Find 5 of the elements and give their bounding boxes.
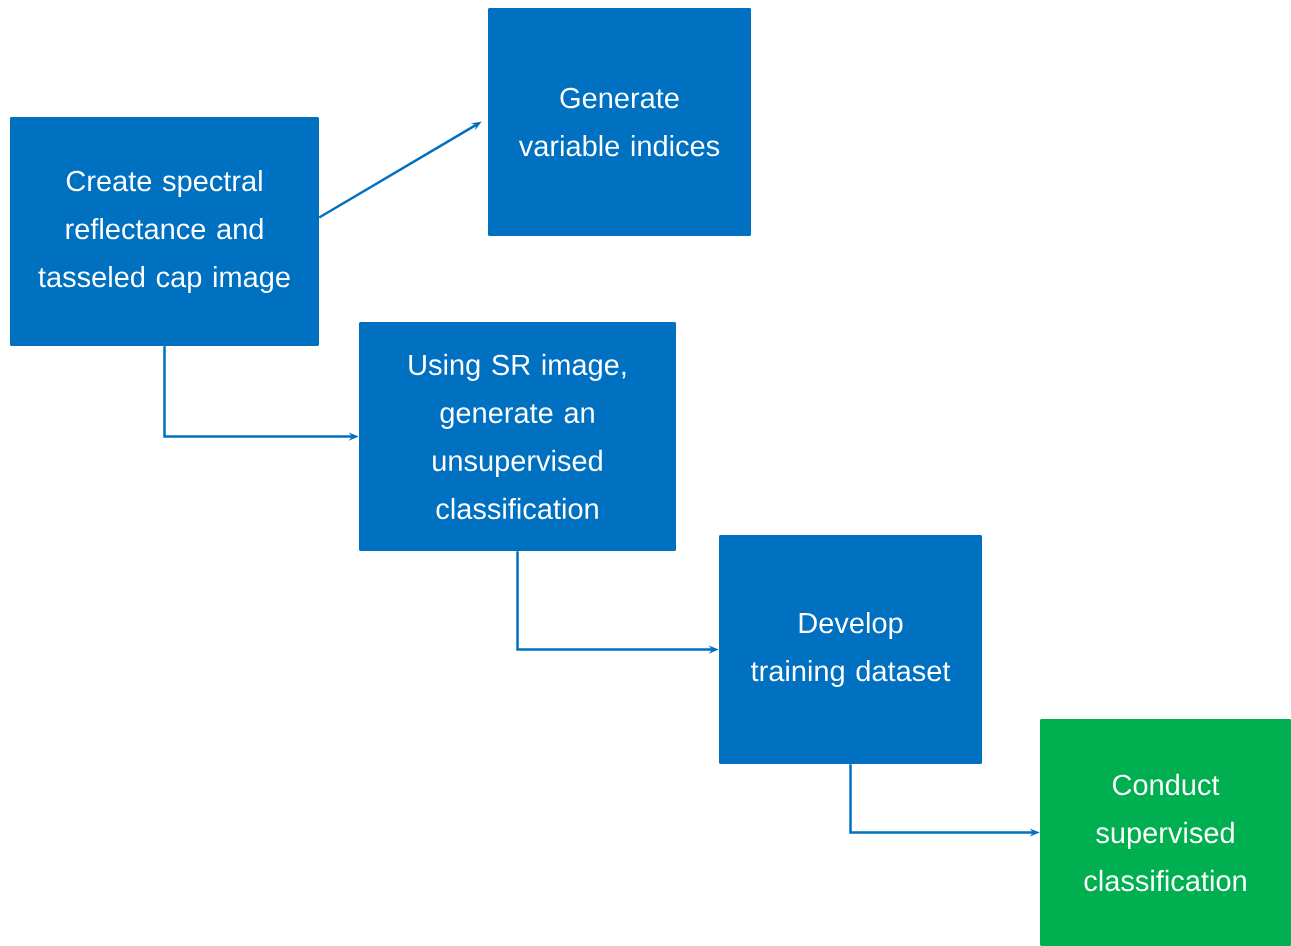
process-box: Using SR image, generate an unsupervised classification bbox=[359, 322, 676, 551]
process-box: Create spectral reflectance and tasseled cap image bbox=[10, 117, 319, 346]
process-box: Develop training dataset bbox=[719, 535, 982, 764]
process-box: Conduct supervised classification bbox=[1040, 719, 1291, 946]
process-box: Generate variable indices bbox=[488, 8, 751, 236]
